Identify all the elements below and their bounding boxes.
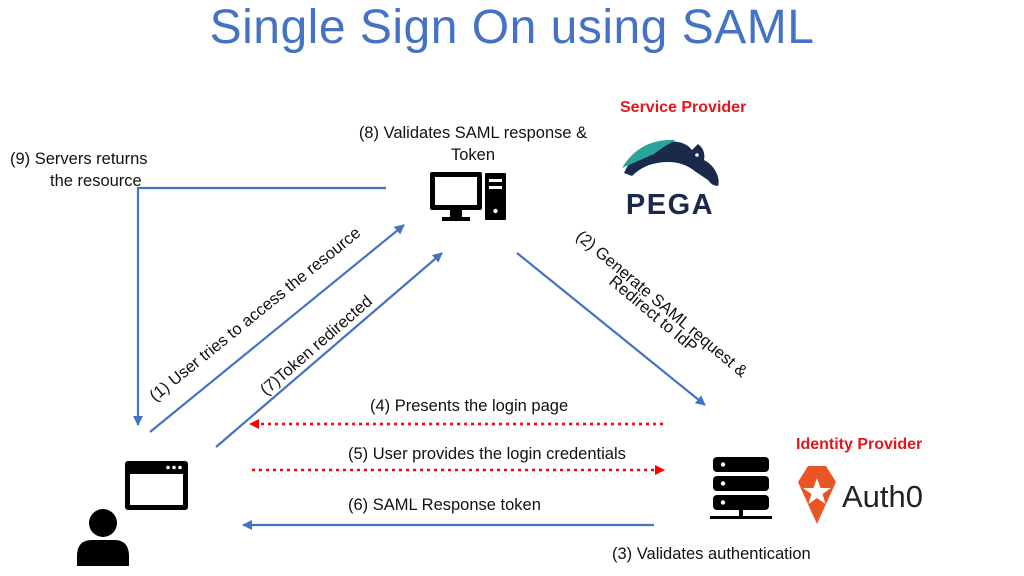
label-step-8: (8) Validates SAML response & Token bbox=[355, 122, 591, 166]
label-step-8-line1: (8) Validates SAML response & bbox=[358, 124, 588, 142]
arrow-step-7 bbox=[215, 252, 443, 448]
label-step-1: (1) User tries to access the resource bbox=[146, 224, 364, 405]
user-icon bbox=[77, 509, 129, 566]
auth0-logo-text: Auth0 bbox=[842, 479, 923, 514]
server-icon bbox=[710, 457, 772, 519]
arrow-step-2 bbox=[516, 252, 706, 406]
label-step-8-line2: Token bbox=[450, 146, 496, 164]
label-step-6: (6) SAML Response token bbox=[348, 496, 541, 514]
identity-provider-label: Identity Provider bbox=[796, 436, 923, 453]
label-step-9-line2: the resource bbox=[50, 172, 142, 190]
arrow-step-9 bbox=[133, 186, 386, 426]
label-step-3: (3) Validates authentication bbox=[612, 545, 811, 563]
label-step-4: (4) Presents the login page bbox=[370, 397, 569, 415]
diagram-title: Single Sign On using SAML bbox=[209, 1, 815, 54]
browser-window-icon bbox=[125, 461, 188, 510]
label-step-9-line1: (9) Servers returns bbox=[10, 150, 148, 168]
label-step-2-line1: (2) Generate SAML request & bbox=[572, 227, 750, 381]
service-provider-label: Service Provider bbox=[620, 99, 747, 116]
pega-logo-text: PEGA bbox=[626, 189, 714, 221]
label-step-9: (9) Servers returns the resource bbox=[10, 148, 148, 192]
auth0-logo bbox=[798, 466, 836, 524]
label-step-5: (5) User provides the login credentials bbox=[348, 445, 626, 463]
arrow-step-1 bbox=[149, 224, 405, 433]
computer-icon bbox=[430, 172, 506, 221]
pega-logo bbox=[622, 139, 719, 186]
